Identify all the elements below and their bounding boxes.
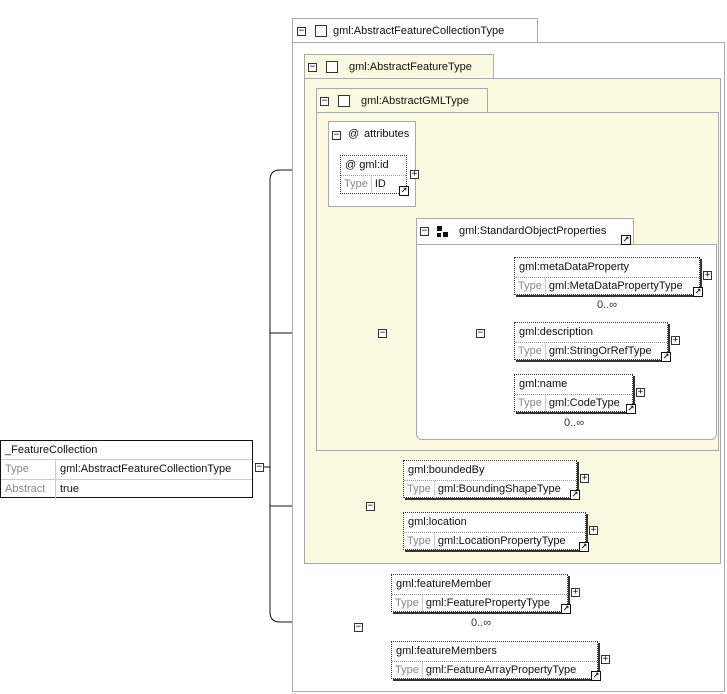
expand-icon[interactable]: +	[580, 473, 589, 483]
root-value: gml:AbstractFeatureCollectionType	[60, 463, 232, 475]
type-link-icon[interactable]: ↗	[626, 404, 636, 414]
occurrence-label: 0..∞	[564, 417, 585, 429]
feature-type-label: gml:AbstractFeatureType	[349, 61, 472, 73]
element-name: gml:location	[404, 513, 585, 533]
root-row-type: Type gml:AbstractFeatureCollectionType	[1, 459, 252, 479]
element-name: gml:name	[515, 375, 632, 395]
element-type: gml:LocationPropertyType	[437, 535, 566, 547]
expand-icon[interactable]: +	[601, 654, 610, 664]
occurrence-label: 0..∞	[471, 617, 492, 629]
collapse-icon[interactable]: −	[297, 26, 306, 36]
element-type: gml:MetaDataPropertyType	[548, 280, 683, 292]
group-name: gml:StandardObjectProperties	[459, 225, 607, 237]
element-name: gml:boundedBy	[404, 461, 576, 481]
feature-type-tab[interactable]: − gml:AbstractFeatureType	[304, 54, 494, 79]
complex-type-icon	[326, 61, 338, 73]
type-key: Type	[515, 278, 546, 295]
collapse-icon[interactable]: −	[320, 96, 329, 106]
attribute-type: ID	[374, 178, 386, 190]
element-type: gml:BoundingShapeType	[437, 483, 561, 495]
type-key: Type	[392, 662, 423, 679]
type-link-icon[interactable]: ↗	[591, 671, 601, 681]
type-link-icon[interactable]: ↗	[693, 287, 703, 297]
expand-icon[interactable]: +	[571, 587, 580, 597]
collapse-icon[interactable]: −	[308, 62, 317, 72]
element-type: gml:FeatureArrayPropertyType	[425, 664, 577, 676]
element-name: gml:featureMember	[392, 575, 567, 595]
collection-type-label: gml:AbstractFeatureCollectionType	[333, 25, 505, 37]
collapse-icon[interactable]: −	[255, 462, 264, 472]
expand-icon[interactable]: +	[671, 335, 680, 345]
element-type: gml:FeaturePropertyType	[425, 597, 550, 609]
root-element[interactable]: _FeatureCollection Type gml:AbstractFeat…	[0, 440, 253, 499]
gml-type-label: gml:AbstractGMLType	[361, 95, 469, 107]
type-key: Type	[404, 481, 435, 498]
root-key: Abstract	[1, 480, 56, 499]
root-value: true	[60, 483, 79, 495]
type-link-icon[interactable]: ↗	[399, 186, 409, 196]
gml-type-tab[interactable]: − gml:AbstractGMLType	[316, 88, 488, 113]
root-row-abstract: Abstract true	[1, 479, 252, 499]
attribute-at-icon: @	[348, 128, 360, 140]
type-link-icon[interactable]: ↗	[661, 352, 671, 362]
collapse-icon[interactable]: −	[332, 130, 341, 140]
type-link-icon[interactable]: ↗	[561, 604, 571, 614]
attribute-at-icon: @	[345, 159, 360, 171]
root-key: Type	[1, 460, 56, 479]
collapse-icon[interactable]: −	[420, 226, 429, 236]
expand-icon[interactable]: +	[636, 387, 645, 397]
group-tab[interactable]	[416, 218, 634, 244]
expand-icon[interactable]: +	[410, 169, 419, 179]
type-key: Type	[392, 595, 423, 612]
complex-type-icon	[338, 95, 350, 107]
type-key: Type	[515, 395, 546, 412]
type-key: Type	[404, 533, 435, 550]
collapse-icon[interactable]: −	[366, 501, 375, 511]
type-link-icon[interactable]: ↗	[621, 235, 631, 245]
type-key: Type	[341, 176, 372, 193]
element-type: gml:StringOrRefType	[548, 345, 652, 357]
element-type: gml:CodeType	[548, 397, 620, 409]
collapse-icon[interactable]: −	[476, 328, 485, 338]
root-element-name: _FeatureCollection	[5, 444, 98, 456]
collapse-icon[interactable]: −	[354, 622, 363, 632]
element-name: gml:description	[515, 323, 667, 343]
expand-icon[interactable]: +	[703, 270, 712, 280]
collapse-icon[interactable]: −	[378, 328, 387, 338]
attribute-name: gml:id	[359, 159, 389, 171]
type-key: Type	[515, 343, 546, 360]
collection-type-tab[interactable]: − gml:AbstractFeatureCollectionType	[292, 18, 538, 43]
attributes-label: attributes	[364, 128, 410, 140]
type-link-icon[interactable]: ↗	[570, 490, 580, 500]
group-icon	[436, 225, 450, 239]
element-name: gml:metaDataProperty	[515, 258, 699, 278]
element-name: gml:featureMembers	[392, 642, 597, 662]
occurrence-label: 0..∞	[597, 299, 618, 311]
expand-icon[interactable]: +	[589, 525, 598, 535]
type-link-icon[interactable]: ↗	[579, 542, 589, 552]
complex-type-icon	[315, 25, 327, 37]
